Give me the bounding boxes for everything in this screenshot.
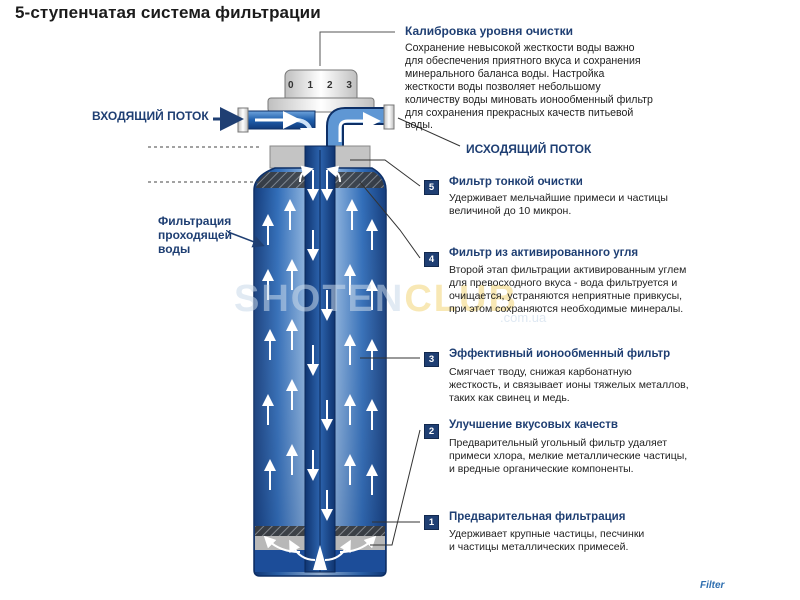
step-3-title: Эффективный ионообменный фильтр <box>449 348 671 360</box>
calibration-title: Калибровка уровня очистки <box>405 24 574 38</box>
step-4-desc-line-2: для превосходного вкуса - вода фильтрует… <box>449 277 678 289</box>
calibration-description: Сохранение невысокой жесткости воды важн… <box>405 42 653 132</box>
step-4-desc-line-4: при этом сохраняются необходимые минерал… <box>449 303 684 315</box>
page-title: 5-ступенчатая система фильтрации <box>15 3 321 22</box>
knob-number-3: 3 <box>346 80 352 91</box>
step-4-title: Фильтр из активированного угля <box>449 247 639 259</box>
step-4-desc-line-3: очищается, устраняются неприятные привку… <box>449 290 683 302</box>
watermark-domain: .com.ua <box>500 310 547 325</box>
calibration-knob-numbers: 0 1 2 3 <box>288 80 352 91</box>
filtration-label: Фильтрация проходящей воды <box>158 214 232 256</box>
knob-number-0: 0 <box>288 80 294 91</box>
step-5-title: Фильтр тонкой очистки <box>449 176 583 188</box>
step-4-desc-line-1: Второй этап фильтрации активированным уг… <box>449 264 687 276</box>
step-3-badge: 3 <box>424 352 439 367</box>
step-2-desc-line-2: примеси хлора, мелкие металлические част… <box>449 450 688 462</box>
step-1-desc-line-1: Удерживает крупные частицы, песчинки <box>449 528 645 540</box>
inflow-label: ВХОДЯЩИЙ ПОТОК <box>92 109 209 123</box>
step-1-title: Предварительная фильтрация <box>449 511 626 523</box>
step-2-title: Улучшение вкусовых качеств <box>449 419 618 431</box>
outflow-label: ИСХОДЯЩИЙ ПОТОК <box>466 142 592 156</box>
step-5-badge: 5 <box>424 180 439 195</box>
step-3-desc-line-3: таких как свинец и медь. <box>449 392 570 404</box>
step-3-desc-line-1: Смягчает тводу, снижая карбонатную <box>449 366 632 378</box>
knob-number-2: 2 <box>326 80 333 91</box>
step-2-desc-line-1: Предварительный угольный фильтр удаляет <box>449 437 668 449</box>
step-2-desc-line-3: и вредные органические компоненты. <box>449 463 634 475</box>
step-5-desc-line-1: Удерживает мельчайшие примеси и частицы <box>449 192 668 204</box>
step-4-badge: 4 <box>424 252 439 267</box>
step-3-desc-line-2: жесткость, и связывает ионы тяжелых мета… <box>449 379 689 391</box>
step-2-badge: 2 <box>424 424 439 439</box>
brand-logo: Filter <box>700 580 725 591</box>
knob-number-1: 1 <box>307 80 314 91</box>
watermark: SHOTENCLUB <box>234 278 518 320</box>
step-5-desc-line-2: величиной до 10 микрон. <box>449 205 572 217</box>
step-1-desc-line-2: и частицы металлических примесей. <box>449 541 629 553</box>
step-1-badge: 1 <box>424 515 439 530</box>
